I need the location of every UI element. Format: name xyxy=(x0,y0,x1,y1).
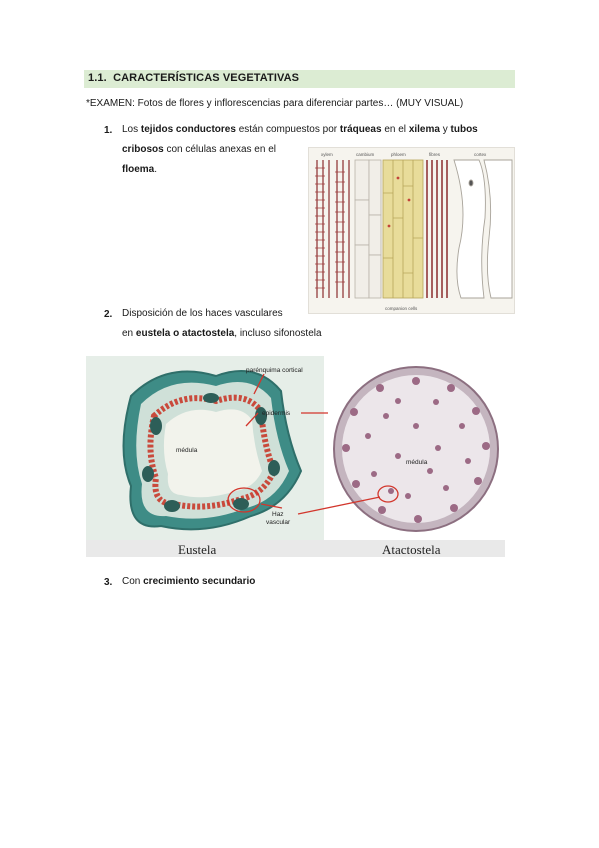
label-vascular: vascular xyxy=(266,519,291,526)
exam-note: *EXAMEN: Fotos de flores y inflorescenci… xyxy=(86,98,464,109)
caption-eustela: Eustela xyxy=(178,542,216,557)
label-medula-left: médula xyxy=(176,447,198,454)
item-1-line-3: floema. xyxy=(122,164,158,175)
stele-comparison-figure: parénquima cortical epidermis médula Haz… xyxy=(86,356,505,557)
label-companion-cells: companion cells xyxy=(385,306,418,311)
item-2-text: Disposición de los haces vasculares en e… xyxy=(122,304,502,344)
conductive-tissue-illustration: xylem cambium phloem fibres cortex compa… xyxy=(308,147,515,314)
item-3-number: 3. xyxy=(104,577,113,588)
label-epidermis: epidermis xyxy=(262,410,291,417)
item-3-text: Con crecimiento secundario xyxy=(122,572,502,592)
item-2-line-1: Disposición de los haces vasculares xyxy=(122,308,283,319)
item-1-line-1: Los tejidos conductores están compuestos… xyxy=(122,124,478,135)
section-heading: 1.1. CARACTERÍSTICAS VEGETATIVAS xyxy=(84,70,515,88)
item-1-number: 1. xyxy=(104,125,113,136)
caption-atactostela: Atactostela xyxy=(382,542,441,557)
label-fibres: fibres xyxy=(429,152,441,157)
item-1-line-2: cribosos con células anexas en el xyxy=(122,144,276,155)
label-parenquima-cortical: parénquima cortical xyxy=(246,367,303,374)
item-3-line-1: Con crecimiento secundario xyxy=(122,576,256,587)
item-2-number: 2. xyxy=(104,309,113,320)
label-cambium: cambium xyxy=(356,152,375,157)
item-1-text: Los tejidos conductores están compuestos… xyxy=(122,120,512,180)
label-xylem: xylem xyxy=(321,152,333,157)
section-title: CARACTERÍSTICAS VEGETATIVAS xyxy=(113,72,300,84)
label-cortex: cortex xyxy=(474,152,487,157)
item-2-line-2: en eustela o atactostela, incluso sifono… xyxy=(122,328,322,339)
label-haz: Haz xyxy=(272,511,284,518)
label-phloem: phloem xyxy=(391,152,406,157)
label-medula-right: médula xyxy=(406,459,428,466)
section-number: 1.1. xyxy=(88,72,107,84)
